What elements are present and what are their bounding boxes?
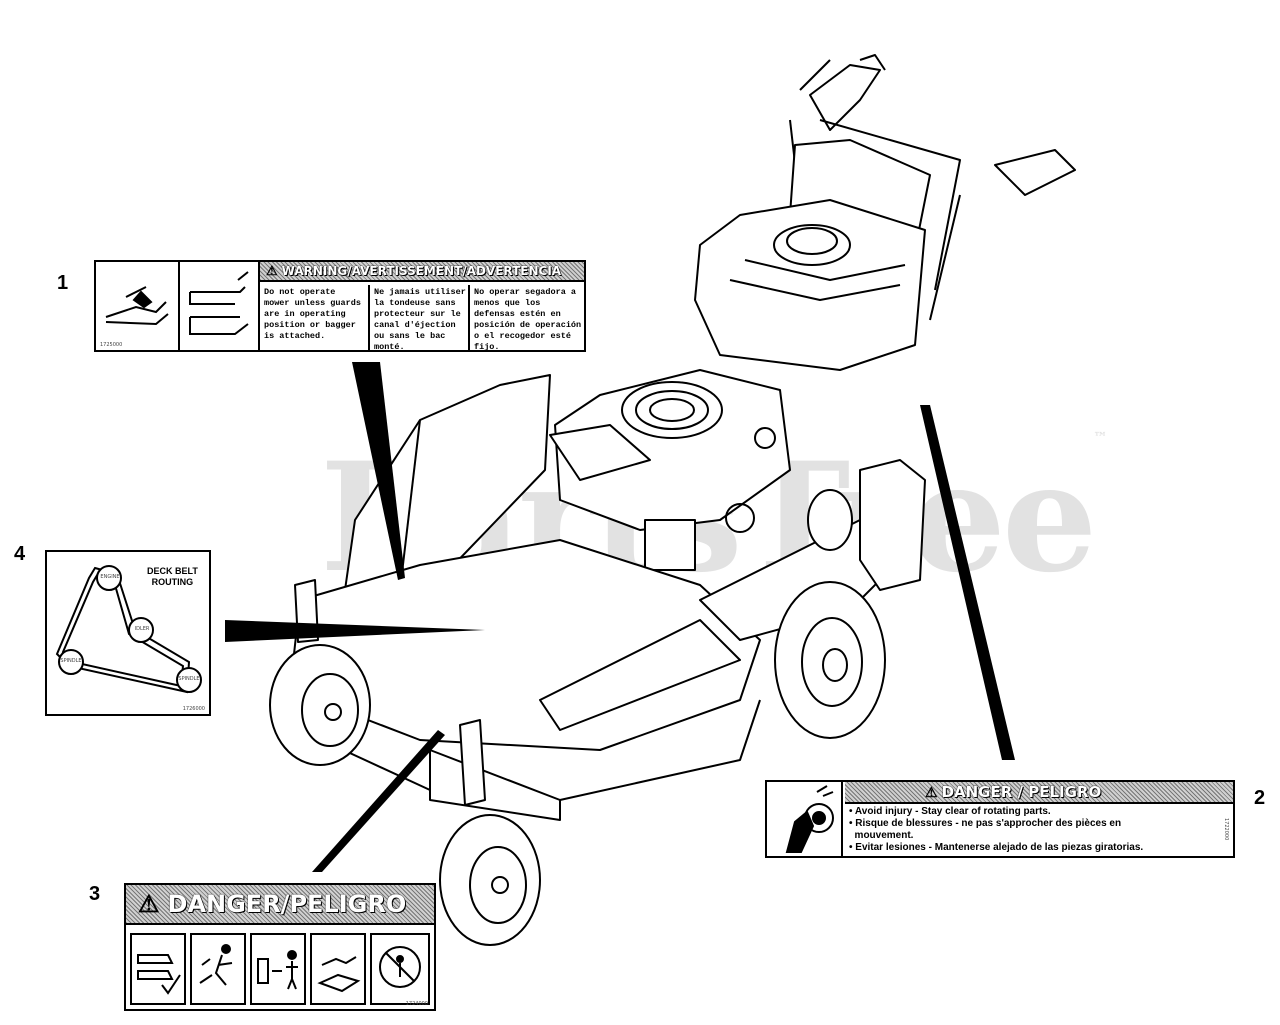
decal-2-header-text: DANGER / PELIGRO: [941, 783, 1102, 801]
no-passengers-icon: [379, 946, 421, 988]
decal-1-header-text: WARNING/AVERTISSEMENT/ADVERTENCIA: [281, 264, 562, 278]
belt-routing-title-line-1: DECK BELT: [147, 566, 198, 576]
belt-routing-title-line-2: ROUTING: [151, 577, 194, 587]
rotating-parts-pictogram: [767, 782, 843, 856]
belt-routing-diagram: [55, 565, 202, 694]
hand-pulley-icon: [785, 785, 834, 853]
pictogram-thrown-objects: [190, 933, 246, 1005]
decal-2-header: ⚠ DANGER / PELIGRO: [845, 782, 1233, 804]
pulley-label-spindle-right: SPINDLE: [178, 676, 200, 682]
decal-1-part-number: 1725000: [100, 342, 123, 348]
belt-routing-title: DECK BELT ROUTING: [147, 566, 198, 588]
mower-guard-icon: [105, 286, 169, 326]
pictogram-read-manual: [130, 933, 186, 1005]
decal-4-part-number: 1726000: [182, 706, 205, 712]
pictogram-disconnect-plug: [310, 933, 366, 1005]
bagger-icon: [189, 271, 249, 335]
decal-3-header-text: DANGER/PELIGRO: [167, 890, 407, 918]
decal-3-header: ⚠ DANGER/PELIGRO: [126, 885, 434, 925]
decal-2-line-1: • Avoid injury - Stay clear of rotating …: [849, 806, 1051, 817]
callout-2: 2: [1254, 787, 1266, 809]
decal-4-belt-routing: DECK BELT ROUTING ENGINE IDLER SPINDLE S…: [45, 550, 211, 716]
pulley-label-idler: IDLER: [134, 626, 150, 632]
decal-2-line-2: • Risque de blessures - ne pas s'approch…: [849, 818, 1122, 829]
decal-2-line-3: mouvement.: [849, 830, 914, 841]
decal-3-danger: ⚠ DANGER/PELIGRO 1724000: [124, 883, 436, 1011]
decal-2-danger: ⚠ DANGER / PELIGRO • Avoid injury - Stay…: [765, 780, 1235, 858]
pulley-label-engine: ENGINE: [100, 574, 120, 580]
pictogram-no-riders: [370, 933, 430, 1005]
decal-1-warning: 1725000 ⚠ WARNING/AVERTISSEMENT/ADVERTEN…: [94, 260, 586, 352]
decal-1-header: ⚠ WARNING/AVERTISSEMENT/ADVERTENCIA: [260, 262, 584, 282]
pulley-label-spindle-left: SPINDLE: [60, 658, 82, 664]
callout-4: 4: [14, 543, 26, 565]
manual-check-icon: [137, 954, 181, 995]
pictogram-keep-distance: [250, 933, 306, 1005]
warning-triangle-icon: ⚠: [925, 783, 938, 800]
decal-1-text-en: Do not operate mower unless guards are i…: [262, 285, 370, 351]
warning-triangle-icon: ⚠: [266, 263, 278, 278]
decal-2-line-4: • Evitar lesiones - Mantenerse alejado d…: [849, 842, 1144, 853]
warning-triangle-icon: ⚠: [138, 890, 160, 918]
callout-1: 1: [57, 272, 69, 294]
decal-1-text-es: No operar segadora a menos que los defen…: [474, 287, 582, 352]
decal-3-part-number: 1724000: [405, 1001, 428, 1007]
bagger-pictogram: [180, 262, 260, 350]
decal-1-text-fr: Ne jamais utiliser la tondeuse sans prot…: [372, 285, 470, 352]
decal-2-part-number: 1722000: [1223, 818, 1229, 841]
keep-distance-icon: [257, 950, 298, 990]
mower-guard-pictogram: 1725000: [96, 262, 180, 350]
decal-2-body: • Avoid injury - Stay clear of rotating …: [849, 806, 1209, 856]
callout-3: 3: [89, 883, 101, 905]
spark-plug-icon: [317, 956, 361, 993]
thrown-objects-icon: [199, 944, 233, 986]
